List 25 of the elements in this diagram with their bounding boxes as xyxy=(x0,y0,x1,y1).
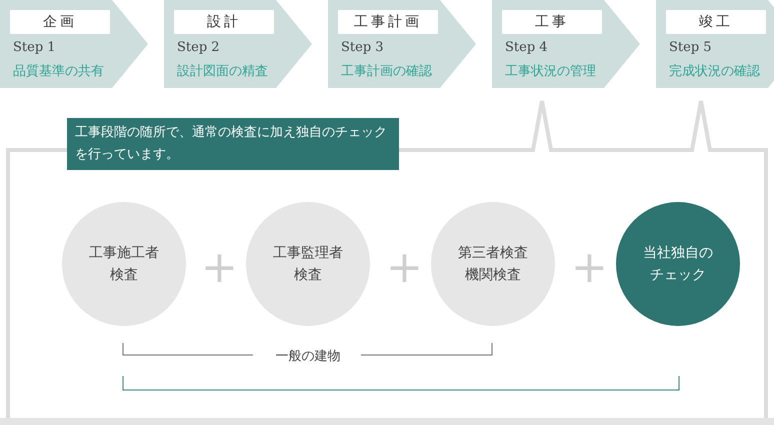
step-title: 企画 xyxy=(10,10,110,34)
step-description: 設計図面の精査 xyxy=(177,63,268,80)
step-banner xyxy=(656,0,774,88)
step-banner xyxy=(492,0,640,88)
step-title: 工事 xyxy=(502,10,602,34)
step-number: Step 3 xyxy=(341,40,384,55)
plus-sign: + xyxy=(386,246,423,290)
step-number: Step 5 xyxy=(669,40,712,55)
step-description: 工事状況の管理 xyxy=(505,63,596,80)
step-number: Step 4 xyxy=(505,40,548,55)
bracket-label: 一般の建物 xyxy=(274,348,342,365)
step-description: 工事計画の確認 xyxy=(341,63,432,80)
step-banner xyxy=(328,0,476,88)
step-title: 工事計画 xyxy=(338,10,438,34)
step-title: 設計 xyxy=(174,10,274,34)
step-number: Step 1 xyxy=(13,40,56,55)
plus-sign: + xyxy=(201,246,238,290)
step-description: 完成状況の確認 xyxy=(669,63,760,80)
step-title: 竣工 xyxy=(666,10,766,34)
step-banner xyxy=(0,0,148,88)
step-description: 品質基準の共有 xyxy=(13,63,104,80)
step-banner xyxy=(164,0,312,88)
plus-sign: + xyxy=(571,246,608,290)
callout-note: 工事段階の随所で、通常の検査に加え独自のチェックを行っています。 xyxy=(67,118,399,170)
step-number: Step 2 xyxy=(177,40,220,55)
